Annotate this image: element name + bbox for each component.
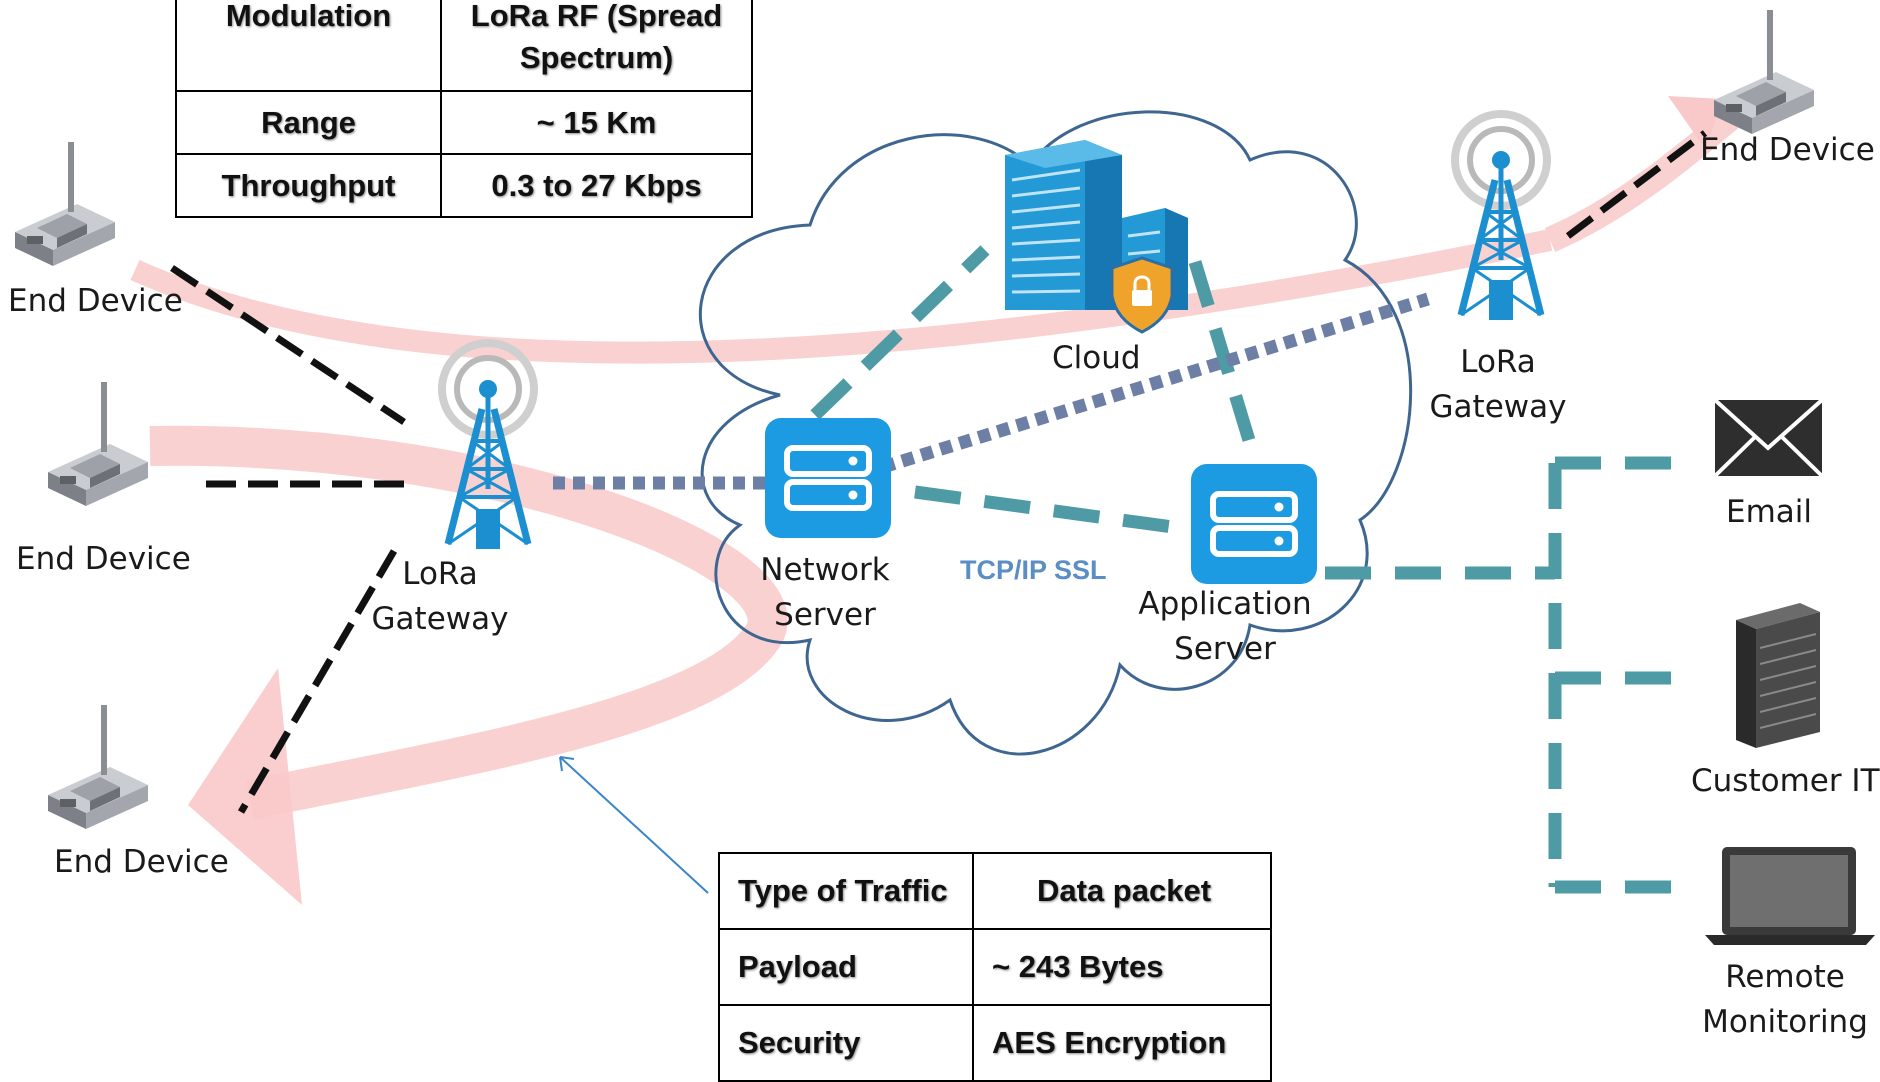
- envelope-icon: [1713, 398, 1824, 478]
- cloud-label: Cloud: [1052, 340, 1141, 376]
- table-row: Payload ~ 243 Bytes: [718, 928, 1272, 1006]
- table-cell-value: ~ 243 Bytes: [972, 928, 1272, 1006]
- table-cell-key: Security: [718, 1004, 974, 1082]
- end-device-left-bottom-icon: [48, 705, 148, 829]
- gateway-right-icon: [1455, 114, 1547, 320]
- table-cell-key: Throughput: [175, 153, 442, 218]
- application-server-icon: [1191, 464, 1317, 584]
- flow-arrowhead-top: [1668, 96, 1722, 150]
- network-server-icon: [765, 418, 891, 538]
- gateway-server-links: [553, 292, 1430, 490]
- table-cell-key: Range: [175, 90, 442, 155]
- table-row: Throughput 0.3 to 27 Kbps: [175, 153, 753, 218]
- table-cell-value: Data packet: [972, 852, 1272, 930]
- email-label: Email: [1726, 494, 1813, 530]
- table-row: Range ~ 15 Km: [175, 90, 753, 155]
- flow-arrows: [130, 108, 1739, 820]
- table-pointer: [559, 756, 709, 894]
- laptop-icon: [1705, 847, 1875, 945]
- table-cell-key: Modulation: [175, 0, 442, 92]
- cloud-shape: [698, 110, 1413, 756]
- table-cell-key: Type of Traffic: [718, 852, 974, 930]
- table-row: Type of Traffic Data packet: [718, 852, 1272, 930]
- end-device-left-top-label: End Device: [8, 283, 183, 319]
- end-device-top-right-label: End Device: [1700, 132, 1875, 168]
- end-device-top-right-icon: [1714, 10, 1814, 134]
- server-rack-icon: [1736, 603, 1820, 748]
- end-device-left-middle-icon: [48, 382, 148, 506]
- end-device-left-bottom-label: End Device: [54, 844, 229, 880]
- radio-links: [170, 130, 1708, 814]
- traffic-spec-table: Type of Traffic Data packet Payload ~ 24…: [718, 852, 1272, 1082]
- protocol-label: TCP/IP SSL: [960, 555, 1107, 585]
- backhaul-links: [810, 245, 1695, 894]
- table-cell-value: ~ 15 Km: [440, 90, 753, 155]
- flow-arrowhead-bottom: [188, 668, 302, 905]
- customer-it-label: Customer IT: [1691, 763, 1880, 799]
- table-row: Security AES Encryption: [718, 1004, 1272, 1082]
- data-center-icon: [1005, 140, 1188, 334]
- table-cell-key: Payload: [718, 928, 974, 1006]
- end-device-left-middle-label: End Device: [16, 541, 191, 577]
- table-cell-value: AES Encryption: [972, 1004, 1272, 1082]
- table-cell-value: 0.3 to 27 Kbps: [440, 153, 753, 218]
- gateway-left-icon: [442, 343, 534, 549]
- end-device-left-top-icon: [15, 142, 115, 266]
